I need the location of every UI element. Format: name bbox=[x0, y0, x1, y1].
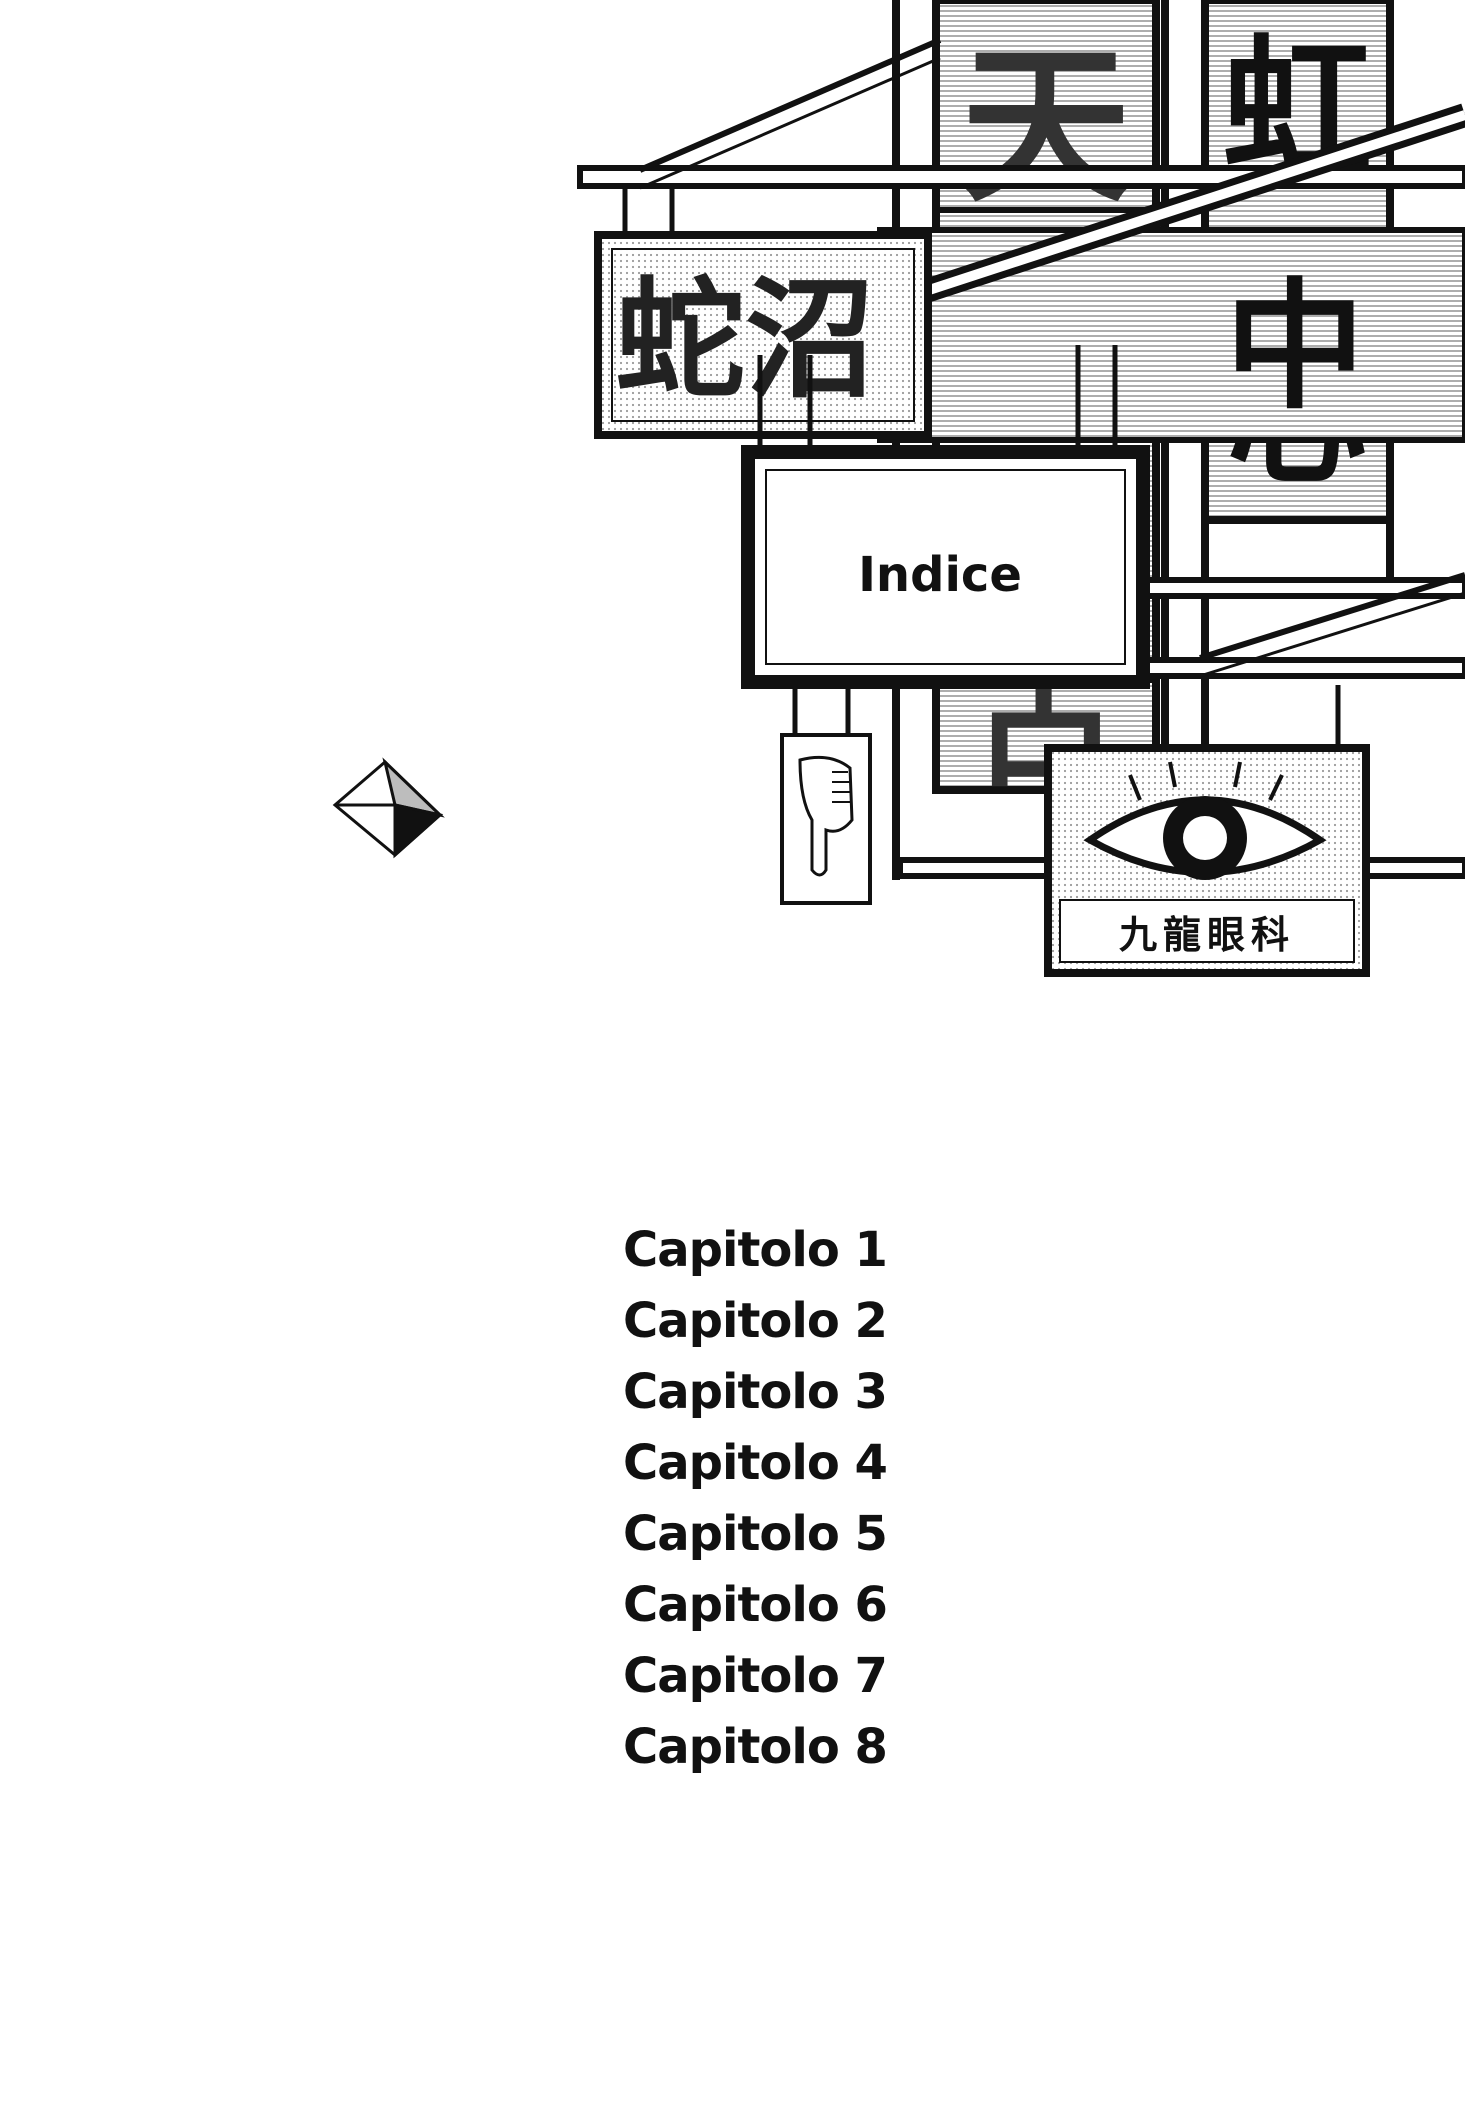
eye-icon bbox=[1083, 761, 1327, 880]
vertical-sign-char-upper: 天 bbox=[961, 26, 1131, 226]
index-sign bbox=[741, 445, 1150, 689]
top-left-sign bbox=[594, 231, 932, 439]
hanging-chains bbox=[622, 188, 1341, 748]
chapter-link-2[interactable]: Capitolo 2 bbox=[623, 1293, 888, 1349]
chapter-link-6[interactable]: Capitolo 6 bbox=[623, 1577, 888, 1633]
eye-clinic-text: 九龍眼科 bbox=[1119, 912, 1295, 957]
diamond-icon bbox=[332, 757, 445, 859]
eye-clinic-sign bbox=[1044, 744, 1370, 977]
chapter-link-3[interactable]: Capitolo 3 bbox=[623, 1364, 888, 1420]
index-title: Indice bbox=[858, 547, 1022, 603]
chapter-list: Capitolo 1 Capitolo 2 Capitolo 3 Capitol… bbox=[560, 1215, 950, 1783]
horizontal-band-sign bbox=[877, 227, 1465, 443]
chapter-link-5[interactable]: Capitolo 5 bbox=[623, 1506, 888, 1562]
chapter-link-4[interactable]: Capitolo 4 bbox=[623, 1435, 888, 1491]
chapter-link-7[interactable]: Capitolo 7 bbox=[623, 1648, 888, 1704]
band-sign-char: 中 bbox=[1225, 265, 1365, 429]
pointing-hand-icon bbox=[798, 755, 854, 877]
chapter-link-8[interactable]: Capitolo 8 bbox=[623, 1719, 888, 1775]
top-left-sign-text: 蛇沼 bbox=[615, 263, 875, 416]
pointing-hand-plaque bbox=[780, 733, 872, 905]
chapter-link-1[interactable]: Capitolo 1 bbox=[623, 1222, 888, 1278]
